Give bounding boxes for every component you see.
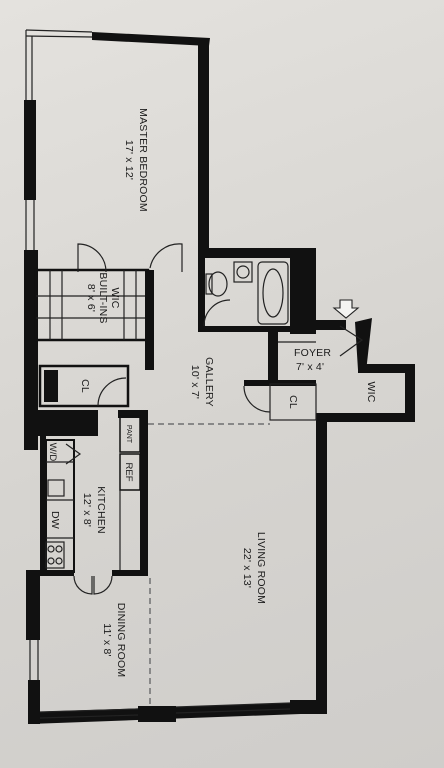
closet-left-name: CL	[79, 379, 91, 393]
wall-foyer-wic-right	[405, 364, 415, 422]
wall-bedroom-right	[198, 42, 209, 258]
living-room-name: LIVING ROOM	[255, 532, 267, 604]
wall-gallery-upper	[145, 270, 154, 370]
kitchen-door-swing-right	[93, 575, 113, 595]
stove-icon	[45, 541, 65, 569]
window-bedroom-left	[25, 200, 35, 250]
toilet-tank	[205, 273, 213, 295]
kitchen-door-swing-left	[73, 575, 93, 595]
master-bedroom-dims: 17' x 12'	[123, 140, 135, 180]
wall-bottom-right-pier	[290, 700, 327, 714]
wall-left-bottom	[28, 680, 40, 724]
sink-basin	[47, 479, 65, 497]
wic-builtins-name: WIC	[109, 287, 121, 308]
foyer-name: FOYER	[294, 347, 331, 359]
kitchen-dims: 12' x 8'	[81, 493, 93, 527]
foyer-dims: 7' x 4'	[296, 361, 324, 373]
kitchen-walls	[40, 410, 148, 576]
kitchen-name: KITCHEN	[95, 486, 107, 534]
window-living-bottom	[175, 702, 291, 714]
wall-kitchen-core	[36, 410, 98, 436]
washer-dryer-door	[65, 443, 82, 465]
wall-living-right	[316, 413, 327, 713]
closet-left-door-swing	[97, 377, 127, 407]
master-bedroom-name: MASTER BEDROOM	[137, 108, 149, 212]
toilet	[208, 271, 228, 297]
wall-foyer-wic-top	[358, 364, 414, 373]
wall-bath-top	[198, 248, 316, 258]
gallery-dims: 10' x 7'	[189, 365, 201, 399]
bathtub-basin	[262, 268, 284, 318]
closet-foyer-door-swing	[243, 385, 271, 413]
wall-left-mid	[24, 250, 38, 450]
bedroom-door-swing	[149, 243, 183, 272]
dishwasher-label: DW	[49, 511, 61, 529]
sink	[236, 265, 250, 279]
wall-top	[92, 32, 210, 46]
window-dining-left	[29, 640, 39, 680]
wall-left-lower	[26, 570, 40, 640]
wic-door-swing	[77, 243, 107, 273]
wic-builtins-sub: BUILT-INS	[97, 272, 109, 323]
pantry-label: PANT	[125, 425, 132, 444]
wall-bottom-mid-pier	[138, 706, 176, 722]
wall-foyer-door	[355, 318, 372, 372]
wall-bath-bottom	[198, 326, 292, 332]
closet-foyer-name: CL	[287, 395, 299, 409]
wall-foyer-wic-bottom	[316, 413, 415, 422]
gallery-name: GALLERY	[203, 357, 215, 407]
dining-room-name: DINING ROOM	[115, 603, 127, 678]
foyer-wic-name: WIC	[365, 381, 377, 402]
bath-door-swing	[203, 299, 231, 327]
entry-arrow-icon	[332, 299, 360, 319]
bathtub	[257, 261, 289, 325]
wall-bath-right	[290, 252, 316, 334]
foyer-door-swing	[339, 325, 364, 357]
wall-left-upper	[24, 100, 36, 200]
foyer-walls	[244, 320, 346, 421]
refrigerator-label: REF	[123, 463, 134, 482]
wic-builtins-dims: 8' x 6'	[85, 284, 97, 312]
wall-bath-left	[198, 258, 205, 328]
closet-left-walls	[38, 364, 130, 408]
vanity	[233, 261, 253, 283]
washer-dryer-label: W/D	[47, 443, 58, 462]
window-dining-bottom	[39, 708, 139, 719]
window-bedroom-top	[25, 29, 93, 100]
dining-room-dims: 11' x 8'	[101, 623, 113, 656]
living-room-dims: 22' x 13'	[241, 548, 253, 588]
